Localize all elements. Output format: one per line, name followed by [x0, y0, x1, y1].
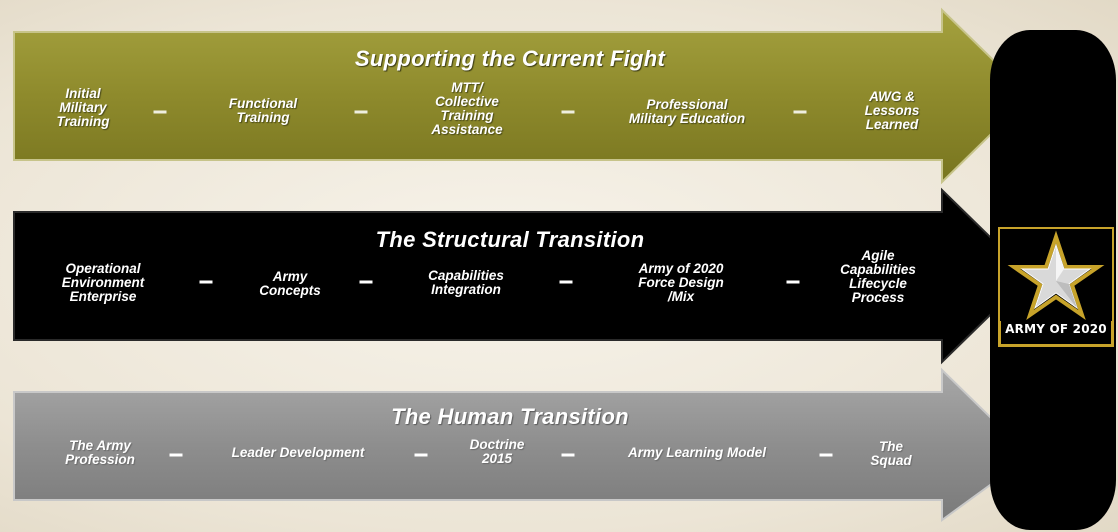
dash-separator [561, 453, 575, 457]
step-operational-environment-enterprise: Operational Environment Enterprise [61, 261, 145, 304]
arrow-separator [359, 280, 373, 284]
band-title-human-transition: The Human Transition [391, 404, 629, 429]
arrow-current-fight [13, 7, 1032, 185]
dash-separator [561, 110, 575, 114]
step-the-squad: The Squad [870, 439, 912, 468]
step-army-profession: The Army Profession [65, 438, 135, 467]
army-badge-label: ARMY OF 2020 [1005, 322, 1107, 336]
arrow-separator [786, 280, 800, 284]
step-mtt-collective-training: MTT/ Collective Training Assistance [431, 80, 503, 137]
step-army-learning-model: Army Learning Model [627, 445, 767, 460]
band-title-structural-transition: The Structural Transition [375, 227, 645, 252]
dash-separator [169, 453, 183, 457]
arrow-separator [559, 280, 573, 284]
step-functional-training: Functional Training [228, 96, 298, 125]
step-army-of-2020-force-design: Army of 2020 Force Design /Mix [638, 261, 724, 304]
dash-separator [153, 110, 167, 114]
army-star-icon [1000, 229, 1112, 321]
band-title-current-fight: Supporting the Current Fight [354, 46, 666, 71]
dash-separator [414, 453, 428, 457]
step-professional-military-education: Professional Military Education [628, 97, 746, 126]
dash-separator [793, 110, 807, 114]
dash-separator [819, 453, 833, 457]
step-initial-military-training: Initial Military Training [56, 86, 110, 129]
step-awg-lessons-learned: AWG & Lessons Learned [864, 89, 920, 132]
arrow-structural-transition [13, 187, 1032, 365]
step-doctrine-2015: Doctrine 2015 [469, 437, 525, 466]
step-army-concepts: Army Concepts [259, 269, 321, 298]
step-agile-capabilities-lifecycle-process: Agile Capabilities Lifecycle Process [840, 248, 916, 305]
dash-separator [354, 110, 368, 114]
step-leader-development: Leader Development [231, 445, 365, 460]
arrow-separator [199, 280, 213, 284]
step-capabilities-integration: Capabilities Integration [428, 268, 504, 297]
arrow-human-transition [13, 367, 1032, 522]
